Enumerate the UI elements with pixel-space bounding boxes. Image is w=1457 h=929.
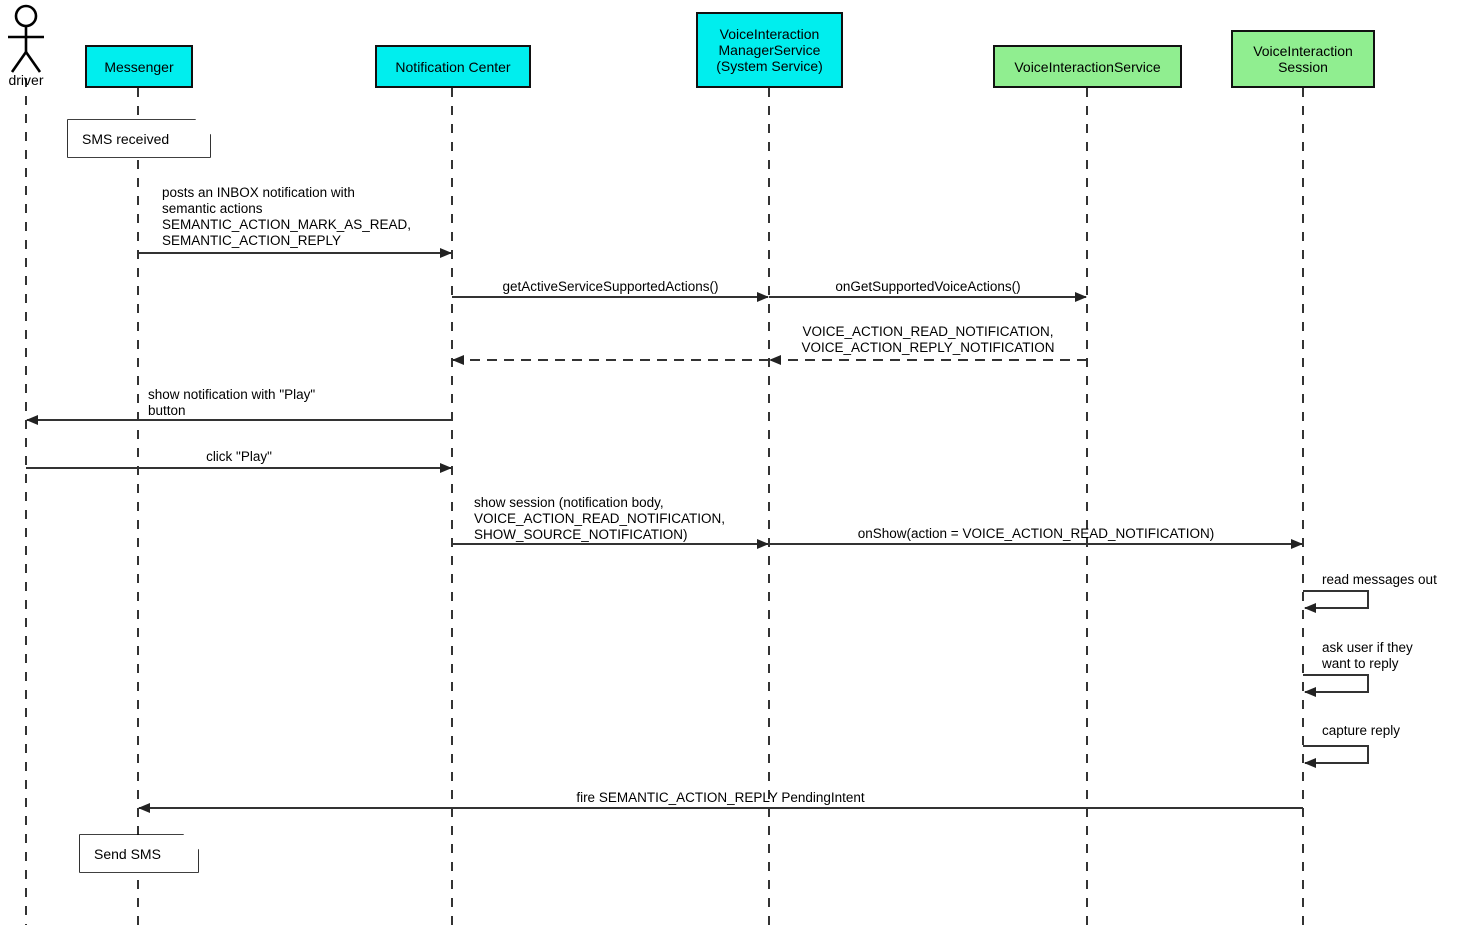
note-send-sms: Send SMS <box>80 835 198 872</box>
participant-label: Messenger <box>104 58 174 75</box>
participant-box-voice-interaction-session[interactable]: VoiceInteraction Session <box>1231 30 1375 88</box>
note-sms-received: SMS received <box>68 120 210 157</box>
actor-label: driver <box>8 72 44 88</box>
actor-figure-group <box>8 4 44 73</box>
participant-label: VoiceInteraction ManagerService (System … <box>716 26 823 74</box>
msg-get-active-service-supported-actions-label: getActiveServiceSupportedActions() <box>502 279 719 294</box>
self-messages-group <box>1303 590 1369 768</box>
self-capture-reply-label: capture reply <box>1322 723 1401 738</box>
participant-label: VoiceInteraction Session <box>1253 43 1353 75</box>
msg-on-show-label: onShow(action = VOICE_ACTION_READ_NOTIFI… <box>857 526 1215 541</box>
self-read-messages-out <box>1303 590 1369 613</box>
participant-box-notification-center[interactable]: Notification Center <box>375 45 531 88</box>
msg-post-inbox-notification-label: posts an INBOX notification with semanti… <box>162 185 412 248</box>
msg-click-play-label: click "Play" <box>206 449 272 464</box>
msg-fire-semantic-action-reply-pending-intent-label: fire SEMANTIC_ACTION_REPLY PendingIntent <box>576 790 865 805</box>
participant-box-voice-interaction-manager-service[interactable]: VoiceInteraction ManagerService (System … <box>696 12 843 88</box>
participant-label: Notification Center <box>395 58 511 75</box>
self-ask-user-if-they-want-to-reply-label: ask user if they want to reply <box>1322 640 1413 671</box>
self-capture-reply <box>1303 745 1369 768</box>
self-ask-user-if-they-want-to-reply <box>1303 674 1369 697</box>
self-read-messages-out-label: read messages out <box>1322 572 1437 587</box>
participant-box-voice-interaction-service[interactable]: VoiceInteractionService <box>993 45 1182 88</box>
msg-return-voice-actions-to-vims-label: VOICE_ACTION_READ_NOTIFICATION, VOICE_AC… <box>801 324 1055 355</box>
lifelines-group <box>25 78 1304 925</box>
msg-show-session-label: show session (notification body, VOICE_A… <box>474 495 726 542</box>
messages-group <box>26 248 1303 813</box>
msg-on-get-supported-voice-actions-label: onGetSupportedVoiceActions() <box>835 279 1021 294</box>
msg-show-notification-with-play-label: show notification with "Play" button <box>148 387 316 418</box>
participant-box-messenger[interactable]: Messenger <box>85 45 193 88</box>
participant-label: VoiceInteractionService <box>1014 58 1161 75</box>
